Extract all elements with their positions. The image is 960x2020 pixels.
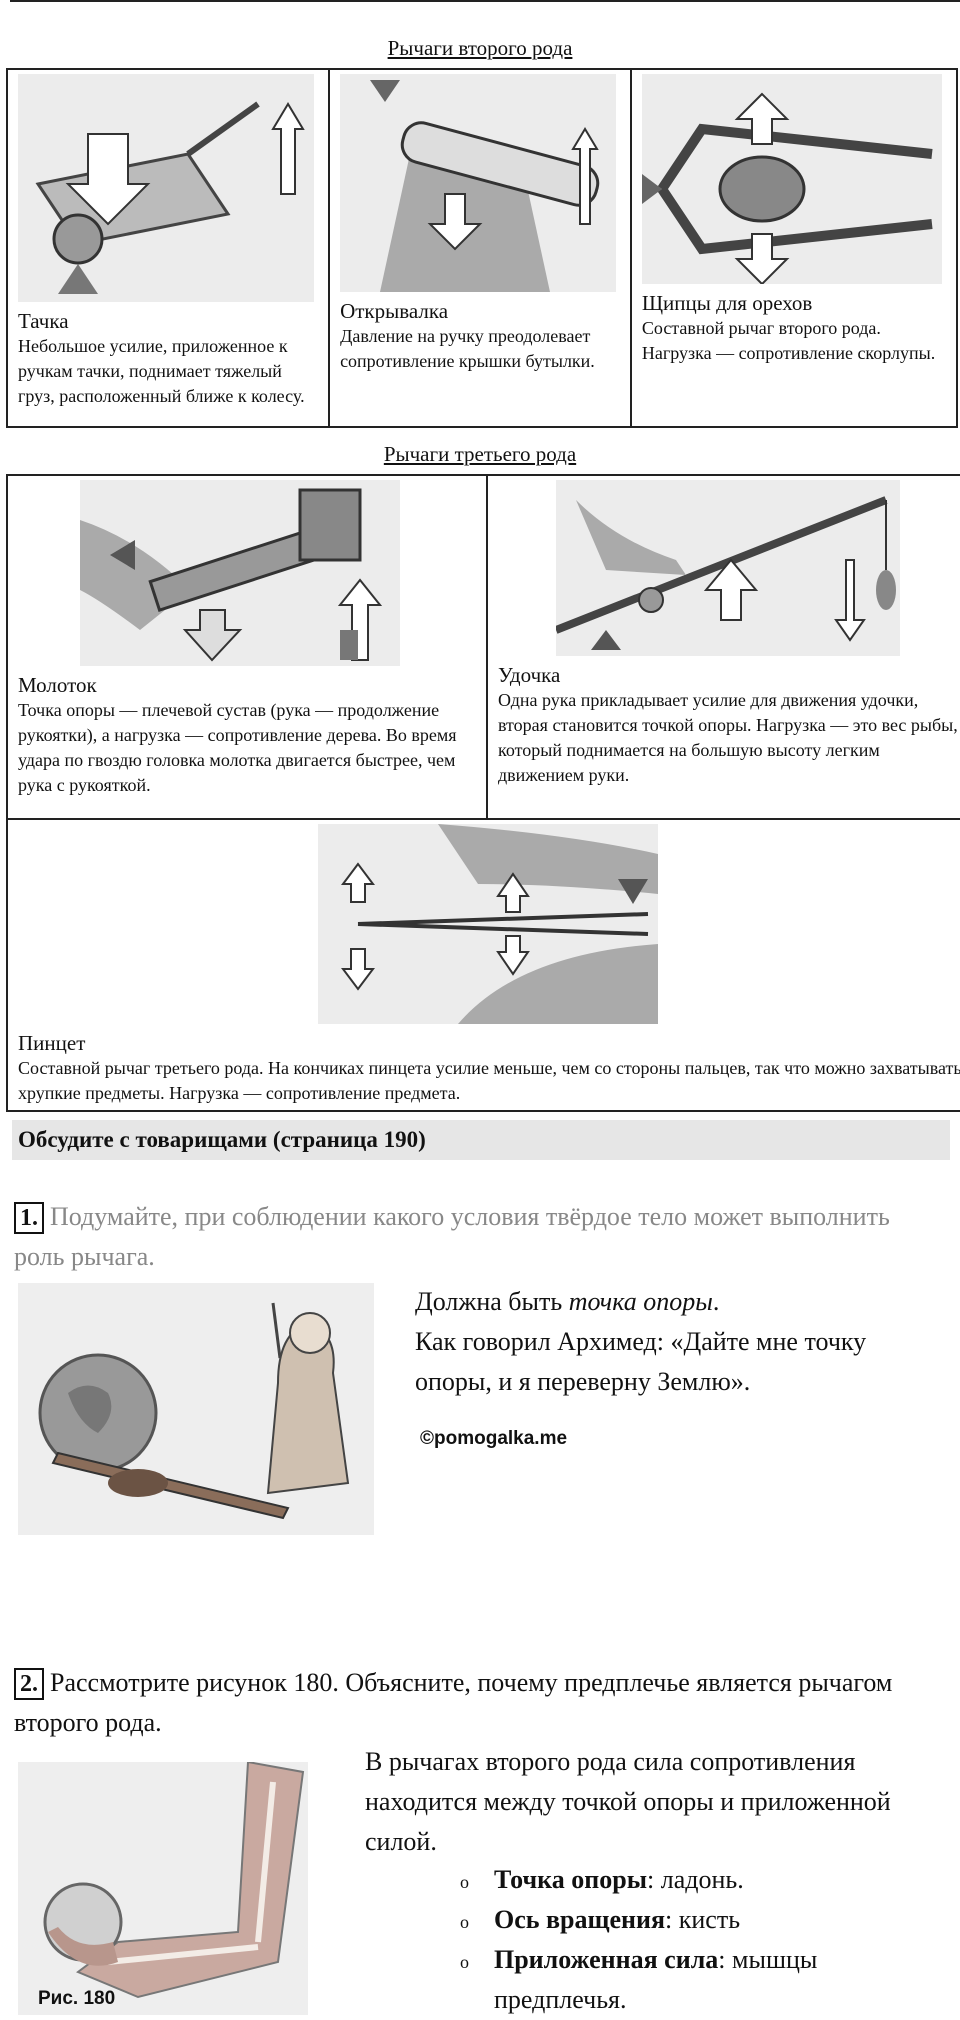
lever-name: Пинцет — [18, 1031, 86, 1055]
second-class-table: Тачка Небольшое усилие, приложенное к ру… — [5, 68, 959, 428]
third-class-table: Молоток Точка опоры — плечевой сустав (р… — [6, 474, 960, 1112]
figure-label: Рис. 180 — [38, 1988, 116, 2009]
bullet-value: : ладонь. — [647, 1865, 744, 1894]
question-number: 1. — [14, 1202, 44, 1234]
list-item: Ось вращения: кисть — [460, 1900, 940, 1942]
discuss-heading: Обсудите с товарищами (страница 190) — [12, 1120, 950, 1160]
hammer-image — [80, 480, 400, 666]
second-class-title: Рычаги второго рода — [387, 36, 573, 60]
answer-1: Должна быть точка опоры. Как говорил Арх… — [415, 1282, 945, 1402]
answer-2-list: Точка опоры: ладонь. Ось вращения: кисть… — [460, 1860, 940, 2020]
answer-text: Должна быть — [415, 1287, 569, 1316]
lever-cell-wheelbarrow: Тачка Небольшое усилие, приложенное к ру… — [5, 68, 331, 428]
bullet-term: Точка опоры — [494, 1865, 647, 1894]
site-credit: ©pomogalka.me — [420, 1428, 568, 1449]
top-rule — [10, 0, 960, 2]
lever-desc: Давление на ручку преодолевает сопротивл… — [340, 326, 595, 371]
lever-name: Удочка — [498, 663, 561, 687]
answer-2: В рычагах второго рода сила сопротивлени… — [365, 1747, 891, 1856]
answer-1-line: Должна быть точка опоры. — [415, 1282, 945, 1322]
lever-desc: Небольшое усилие, приложенное к ручкам т… — [18, 336, 305, 406]
answer-emphasis: точка опоры — [568, 1287, 713, 1316]
question-1: 1.Подумайте, при соблюдении какого услов… — [14, 1197, 944, 1277]
lever-cell-nutcracker: Щипцы для орехов Составной рычаг второго… — [629, 68, 959, 428]
lever-cell-opener: Открывалка Давление на ручку преодолевае… — [328, 68, 632, 428]
question-text: Подумайте, при соблюдении какого условия… — [14, 1202, 890, 1271]
lever-desc: Составной рычаг второго рода. Нагрузка —… — [641, 318, 936, 363]
question-text: Рассмотрите рисунок 180. Объясните, поче… — [14, 1668, 893, 1737]
lever-name: Щипцы для орехов — [641, 291, 813, 315]
question-2: 2.Рассмотрите рисунок 180. Объясните, по… — [14, 1663, 944, 1743]
lever-cell-hammer: Молоток Точка опоры — плечевой сустав (р… — [6, 474, 488, 820]
bullet-term: Приложенная сила — [494, 1945, 719, 1974]
tweezers-image — [318, 824, 658, 1024]
lever-desc: Точка опоры — плечевой сустав (рука — пр… — [18, 700, 457, 795]
list-item: Приложенная сила: мышцы предплечья. — [460, 1940, 940, 2020]
forearm-image — [18, 1762, 308, 2015]
archimedes-image — [18, 1283, 374, 1535]
bullet-term: Ось вращения — [494, 1905, 666, 1934]
bottle-opener-image — [340, 74, 617, 292]
lever-cell-fishing-rod: Удочка Одна рука прикладывает усилие для… — [486, 474, 960, 820]
lever-desc: Одна рука прикладывает усилие для движен… — [498, 690, 958, 785]
list-item: Точка опоры: ладонь. — [460, 1860, 940, 1902]
answer-text: . — [712, 1287, 720, 1316]
bullet-value: : мышцы предплечья. — [494, 1945, 818, 2014]
nutcracker-image — [641, 74, 942, 284]
fishing-rod-image — [556, 480, 900, 656]
wheelbarrow-image — [18, 74, 314, 302]
third-class-title: Рычаги третьего рода — [383, 442, 577, 466]
lever-name: Тачка — [18, 309, 69, 333]
lever-name: Открывалка — [340, 299, 449, 323]
lever-desc: Составной рычаг третьего рода. На кончик… — [18, 1058, 960, 1103]
bullet-value: : кисть — [665, 1905, 741, 1934]
question-number: 2. — [14, 1668, 44, 1700]
answer-1-quote: Как говорил Архимед: «Дайте мне точку оп… — [415, 1327, 867, 1396]
lever-name: Молоток — [18, 673, 97, 697]
lever-cell-tweezers: Пинцет Составной рычаг третьего рода. На… — [6, 818, 960, 1112]
